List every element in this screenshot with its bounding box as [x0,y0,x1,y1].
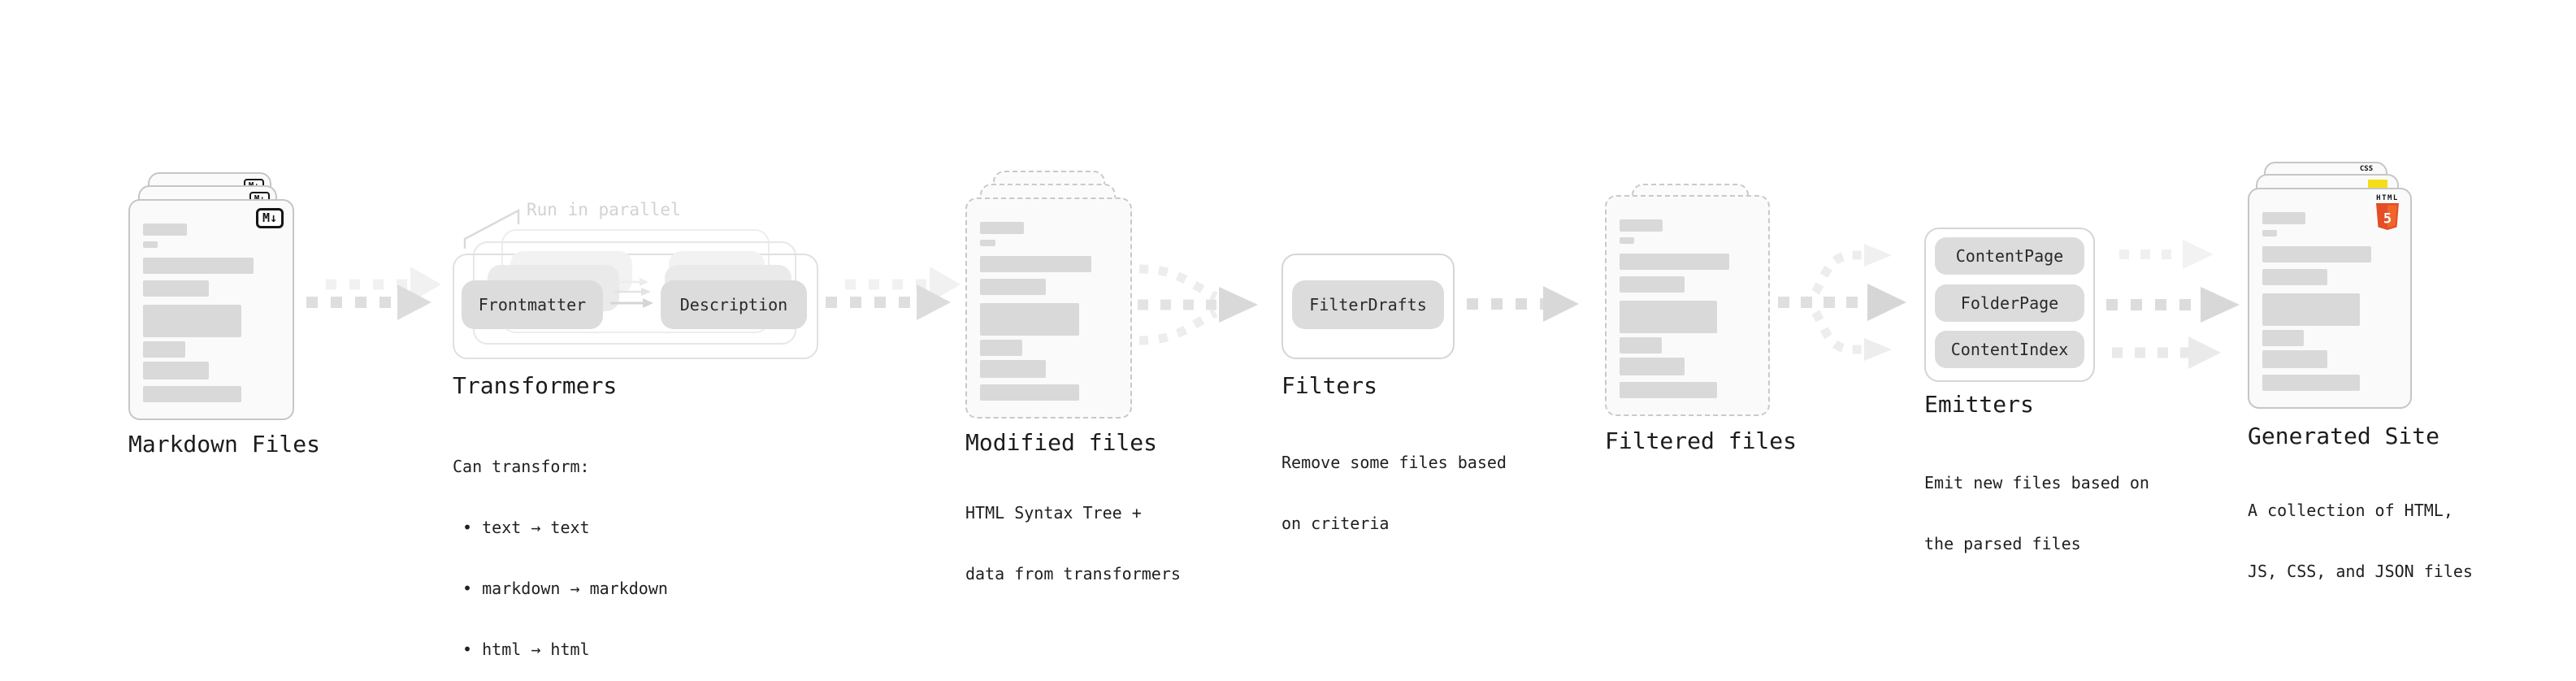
skeleton-bar [1620,219,1663,232]
skeleton-bar [980,384,1079,401]
arrow-emitter-middle-icon [2106,287,2240,323]
transformers-body-line: • markdown → markdown [453,579,668,598]
skeleton-bar [2262,375,2360,391]
arrow-transformers-to-modified-icon [826,267,961,320]
modified-file-card [965,197,1132,419]
transformers-body-line: • text → text [453,518,590,537]
skeleton-bar [143,386,241,402]
note-leader-line-icon [463,208,520,249]
generated-site-sub-line: JS, CSS, and JSON files [2248,562,2473,581]
skeleton-bar [980,240,995,246]
arrow-filtered-to-emitters-icon [1778,244,1906,361]
skeleton-bar [980,360,1047,378]
skeleton-bar [1620,382,1718,398]
document-skeleton [980,222,1117,401]
run-in-parallel-note: Run in parallel [527,200,681,219]
skeleton-bar [980,279,1047,295]
markdown-files-label: Markdown Files [128,431,321,458]
modified-files-description: HTML Syntax Tree + data from transformer… [965,462,1181,625]
transformers-description: Can transform: • text → text • markdown … [453,416,668,681]
markdown-file-card: M↓ [128,199,294,420]
emitters-sub-line: the parsed files [1924,534,2081,553]
generated-site-description: A collection of HTML, JS, CSS, and JSON … [2248,460,2473,622]
skeleton-bar [2262,246,2372,262]
modified-files-sub-line: HTML Syntax Tree + [965,503,1142,523]
pill-arrow-mid-icon [614,288,651,296]
contentpage-pill: ContentPage [1935,237,2084,275]
skeleton-bar [143,341,186,358]
skeleton-bar [980,222,1025,234]
skeleton-bar [143,223,187,236]
skeleton-bar [2262,212,2306,224]
html5-number: 5 [2383,211,2392,228]
filtered-file-card [1605,195,1770,416]
transformers-body-line: Can transform: [453,457,590,476]
document-skeleton [143,223,280,402]
document-skeleton [2262,212,2397,391]
emitters-sub-line: Emit new files based on [1924,473,2149,492]
skeleton-bar [1620,301,1718,333]
filtered-files-label: Filtered files [1605,427,1798,454]
filterdrafts-pill: FilterDrafts [1292,280,1444,329]
skeleton-bar [2262,350,2327,368]
modified-files-sub-line: data from transformers [965,564,1181,583]
pill-arrow-back-icon [615,278,648,286]
filters-sub-line: on criteria [1281,514,1390,533]
filters-sub-line: Remove some files based [1281,453,1507,472]
contentindex-pill: ContentIndex [1935,331,2084,368]
skeleton-bar [143,258,254,274]
arrow-emitter-bottom-icon [2112,336,2221,369]
skeleton-bar [2262,269,2327,285]
skeleton-bar [980,303,1079,336]
skeleton-bar [980,340,1023,356]
skeleton-bar [1620,337,1662,354]
skeleton-bar [1620,237,1635,244]
skeleton-bar [980,256,1091,272]
skeleton-bar [1620,254,1730,270]
document-skeleton [1620,219,1755,398]
transformers-title: Transformers [453,372,618,399]
emitters-title: Emitters [1924,391,2034,418]
transformer-frame [453,254,818,359]
skeleton-bar [1620,276,1685,293]
html5-badge-text: HTML [2376,194,2399,202]
arrow-modified-to-filters-icon [1138,264,1258,345]
filters-title: Filters [1281,372,1378,399]
css-badge-text: CSS [2359,165,2374,173]
skeleton-bar [143,280,209,297]
frontmatter-pill: Frontmatter [462,280,603,329]
transformers-body-line: • html → html [453,640,590,659]
skeleton-bar [2262,330,2305,346]
filters-description: Remove some files based on criteria [1281,412,1507,575]
skeleton-bar [143,305,241,337]
description-pill: Description [661,280,807,329]
generated-site-label: Generated Site [2248,423,2440,449]
skeleton-bar [143,241,158,248]
emitters-description: Emit new files based on the parsed files [1924,432,2149,595]
modified-files-label: Modified files [965,429,1158,456]
generated-file-card-html: HTML 5 [2248,188,2412,409]
skeleton-bar [143,362,209,380]
skeleton-bar [2262,230,2278,236]
arrow-filters-to-filtered-icon [1467,286,1579,322]
skeleton-bar [1620,358,1685,375]
arrow-emitter-top-icon [2119,240,2214,269]
markdown-icon: M↓ [255,208,284,228]
html5-icon: HTML 5 [2373,195,2402,234]
arrow-markdown-to-transformers-icon [306,267,441,320]
skeleton-bar [2262,293,2360,326]
folderpage-pill: FolderPage [1935,284,2084,322]
generated-site-sub-line: A collection of HTML, [2248,501,2453,520]
html5-shield-icon: 5 [2376,203,2399,230]
pill-arrow-front-icon [610,298,653,308]
